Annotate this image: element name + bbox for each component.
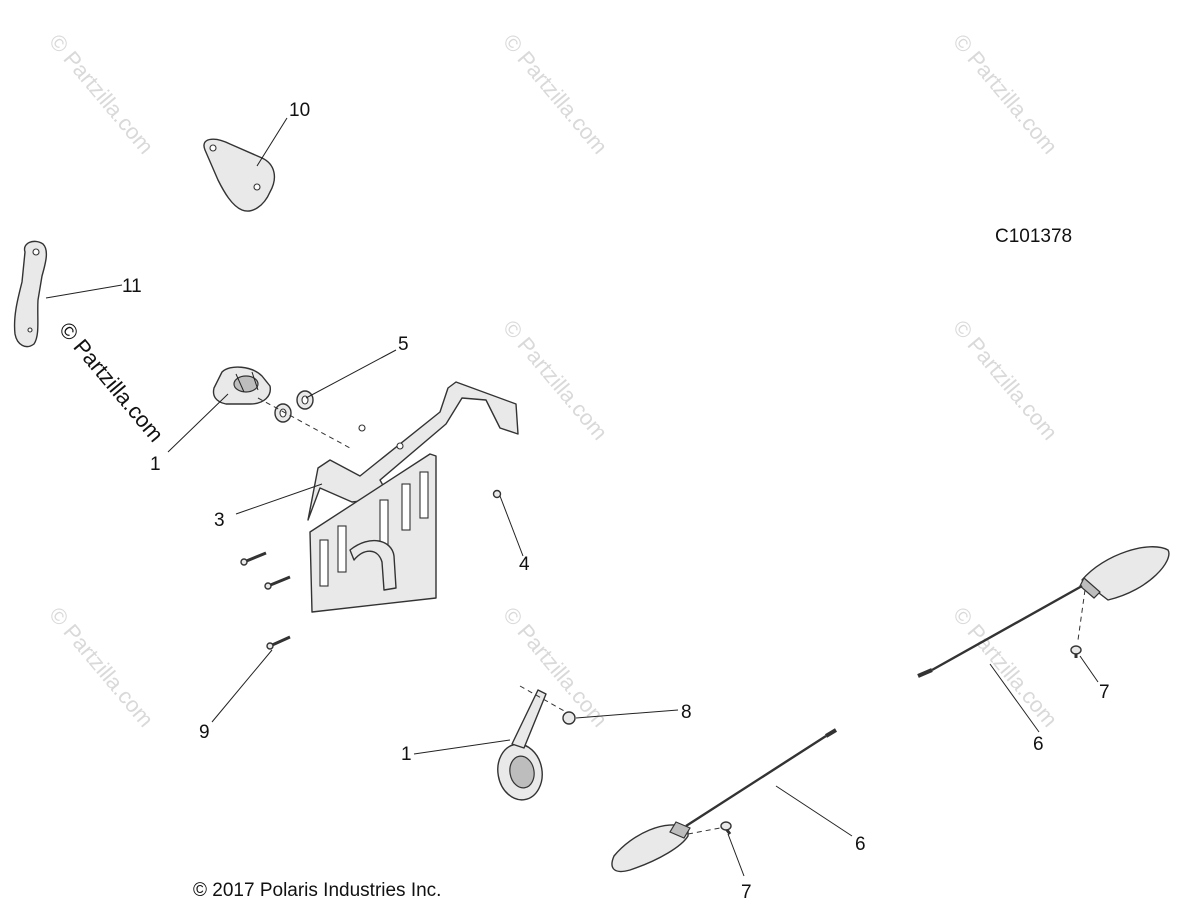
watermark-bottom-right: © Partzilla.com bbox=[948, 602, 1062, 732]
callout-1: 1 bbox=[401, 744, 412, 765]
screw-right-part-7 bbox=[1070, 645, 1082, 658]
turn-signal-bottom-part-6 bbox=[611, 728, 838, 873]
callout-2: 1 bbox=[150, 454, 161, 475]
horn-part-1 bbox=[497, 689, 547, 801]
callout-6-right: 6 bbox=[1033, 734, 1044, 755]
callout-4: 4 bbox=[519, 554, 530, 575]
nut-part-4 bbox=[492, 489, 502, 499]
callout-7-right: 7 bbox=[1099, 682, 1110, 703]
drawing-id: C101378 bbox=[995, 226, 1072, 247]
watermark-dark: © Partzilla.com bbox=[54, 317, 168, 447]
bolt-part-8 bbox=[519, 685, 576, 725]
bracket-part-10 bbox=[203, 138, 276, 212]
bracket-part-11 bbox=[13, 240, 48, 348]
watermark-mid-right: © Partzilla.com bbox=[948, 315, 1062, 445]
callout-8: 8 bbox=[681, 702, 692, 723]
callout-7-bottom: 7 bbox=[741, 882, 752, 901]
turn-signal-right-part-6 bbox=[917, 546, 1170, 678]
license-light-part bbox=[212, 366, 271, 405]
plate-bracket-part-3 bbox=[307, 381, 519, 613]
watermark-top-center: © Partzilla.com bbox=[498, 29, 612, 159]
watermark-top-left: © Partzilla.com bbox=[44, 29, 158, 159]
watermark-layer: © Partzilla.com © Partzilla.com © Partzi… bbox=[44, 29, 1062, 732]
callout-9: 9 bbox=[199, 722, 210, 743]
callout-5: 5 bbox=[398, 334, 409, 355]
screw-bottom-part-7 bbox=[720, 821, 732, 835]
callout-labels: 10 11 5 1 3 4 9 1 8 6 7 6 7 bbox=[122, 100, 1110, 901]
callout-11: 11 bbox=[122, 276, 142, 297]
watermark-bottom-left: © Partzilla.com bbox=[44, 602, 158, 732]
watermark-top-right: © Partzilla.com bbox=[948, 29, 1062, 159]
callout-10: 10 bbox=[289, 100, 310, 121]
callout-3: 3 bbox=[214, 510, 225, 531]
copyright-notice: © 2017 Polaris Industries Inc. bbox=[193, 880, 441, 901]
leader-lines bbox=[45, 117, 1099, 877]
screws-part-9 bbox=[240, 551, 291, 650]
watermark-bottom-center: © Partzilla.com bbox=[498, 602, 612, 732]
callout-6-bottom: 6 bbox=[855, 834, 866, 855]
